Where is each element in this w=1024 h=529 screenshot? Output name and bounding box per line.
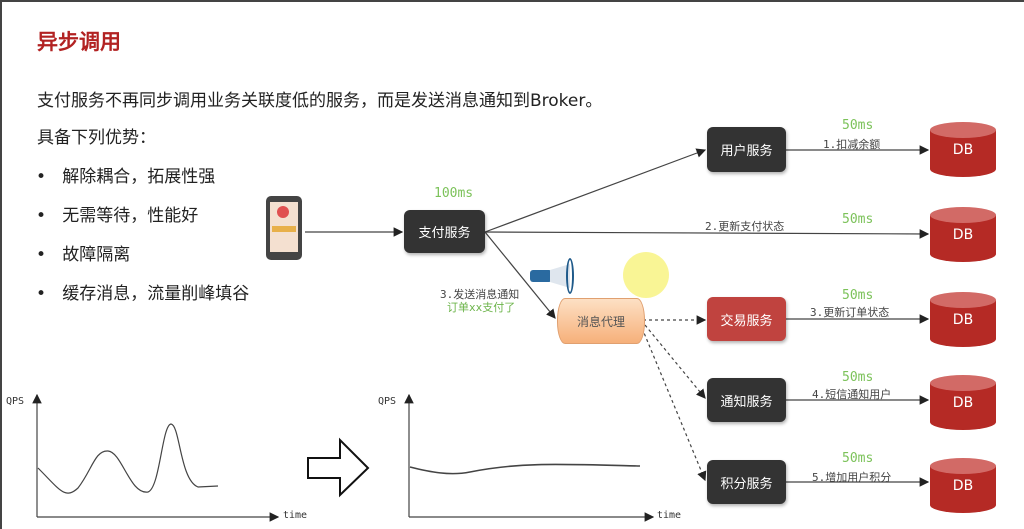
bullet-item: • 无需等待，性能好 (36, 206, 199, 226)
cursor-highlight (623, 252, 669, 298)
bullet-list: • 解除耦合，拓展性强 • 无需等待，性能好 • 故障隔离 • 缓存消息，流量削… (36, 162, 249, 318)
chart1-y-label: QPS (6, 396, 25, 407)
pay-latency: 100ms (434, 186, 474, 201)
chart2-x-label: time (657, 510, 682, 521)
chart2-y-label: QPS (378, 396, 397, 407)
chart1-x-label: time (283, 510, 308, 521)
db-label: DB (952, 227, 974, 243)
pay-to-db-arrow (484, 229, 930, 239)
smooth-traffic-curve (409, 463, 641, 475)
db-label: DB (952, 395, 974, 411)
pay-to-user-arrow (484, 148, 707, 233)
bullet-text: 故障隔离 (62, 245, 131, 265)
trade-service-node: 交易服务 (707, 297, 786, 341)
notify-latency: 50ms (842, 370, 874, 385)
trade-action: 3.更新订单状态 (810, 306, 890, 319)
send-message-content: 订单xx支付了 (447, 301, 516, 314)
database-icon: DB (930, 458, 996, 513)
page-title: 异步调用 (37, 30, 121, 54)
advantages-heading: 具备下列优势： (37, 128, 156, 148)
database-icon: DB (930, 207, 996, 262)
points-action: 5.增加用户积分 (812, 471, 892, 484)
db-label: DB (952, 142, 974, 158)
db-label: DB (952, 478, 974, 494)
user-latency: 50ms (842, 118, 874, 133)
bullet-item: • 故障隔离 (36, 245, 131, 265)
phone-payment-icon (266, 196, 302, 260)
points-service-node: 积分服务 (707, 460, 786, 504)
send-message-label: 3.发送消息通知 (440, 288, 520, 301)
trade-latency: 50ms (842, 288, 874, 303)
db-label: DB (952, 312, 974, 328)
user-action: 1.扣减余额 (823, 138, 881, 151)
hollow-arrow-icon (307, 437, 370, 498)
notify-service-node: 通知服务 (707, 378, 786, 422)
bullet-item: • 缓存消息，流量削峰填谷 (36, 284, 250, 304)
direct-action: 2.更新支付状态 (705, 220, 785, 233)
message-broker-node: 消息代理 (557, 298, 645, 344)
bullet-item: • 解除耦合，拓展性强 (36, 167, 216, 187)
user-service-node: 用户服务 (707, 127, 786, 172)
points-latency: 50ms (842, 451, 874, 466)
notify-action: 4.短信通知用户 (812, 388, 892, 401)
pay-to-broker-arrow (484, 231, 556, 319)
bullet-text: 无需等待，性能好 (62, 206, 199, 226)
bullet-text: 缓存消息，流量削峰填谷 (62, 284, 250, 304)
database-icon: DB (930, 292, 996, 347)
pay-service-node: 支付服务 (404, 210, 485, 253)
database-icon: DB (930, 122, 996, 177)
intro-text: 支付服务不再同步调用业务关联度低的服务，而是发送消息通知到Broker。 (37, 91, 603, 111)
direct-latency: 50ms (842, 212, 874, 227)
megaphone-icon (530, 258, 580, 294)
spiky-traffic-curve (37, 423, 219, 494)
database-icon: DB (930, 375, 996, 430)
bullet-text: 解除耦合，拓展性强 (62, 167, 216, 187)
